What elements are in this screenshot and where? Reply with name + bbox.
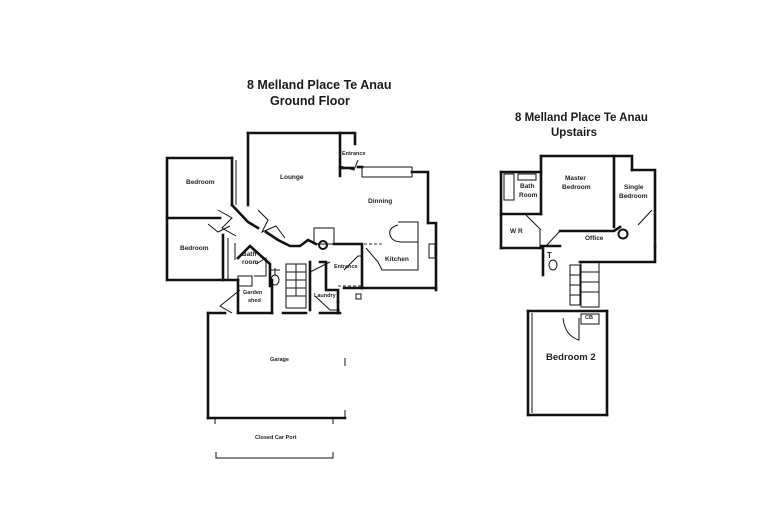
room-label-bedroom2: Bedroom 2 — [546, 352, 596, 363]
room-label-garden-2: shed — [248, 298, 261, 304]
room-label-entrance-side: Entrance — [334, 264, 358, 270]
room-label-cb: CB — [585, 315, 593, 321]
room-label-bath-2: room — [242, 259, 259, 266]
upstairs-plan — [499, 154, 657, 417]
upstairs-title-line1: 8 Melland Place Te Anau — [515, 112, 648, 124]
room-label-wr: W R — [510, 228, 523, 235]
room-label-lounge: Lounge — [280, 174, 304, 181]
room-label-master-2: Bedroom — [562, 184, 591, 191]
ground-floor-plan — [165, 131, 438, 459]
room-label-garage: Garage — [270, 357, 289, 363]
room-label-up-bath-2: Room — [519, 192, 538, 199]
room-label-master-1: Master — [565, 175, 586, 182]
room-label-single-2: Bedroom — [619, 193, 648, 200]
ground-floor-title-line2: Ground Floor — [270, 94, 350, 108]
room-label-laundry: Laundry — [314, 293, 336, 299]
room-label-garden-1: Garden — [243, 290, 263, 296]
ground-floor-title-line1: 8 Melland Place Te Anau — [247, 78, 392, 92]
room-label-dinning: Dinning — [368, 198, 393, 205]
room-label-single-1: Single — [624, 184, 644, 191]
room-label-entrance-top: Entrance — [342, 151, 366, 157]
room-label-office: Office — [585, 235, 604, 242]
room-label-kitchen: Kitchen — [385, 256, 409, 263]
room-label-toilet: T — [547, 251, 552, 260]
room-label-up-bath-1: Bath — [520, 183, 535, 190]
room-label-bath-1: Bath — [242, 251, 257, 258]
room-label-bedroom-1: Bedroom — [186, 179, 215, 186]
room-label-carport: Closed Car Port — [255, 435, 297, 441]
upstairs-title-line2: Upstairs — [551, 127, 598, 139]
room-label-bedroom-2: Bedroom — [180, 245, 209, 252]
